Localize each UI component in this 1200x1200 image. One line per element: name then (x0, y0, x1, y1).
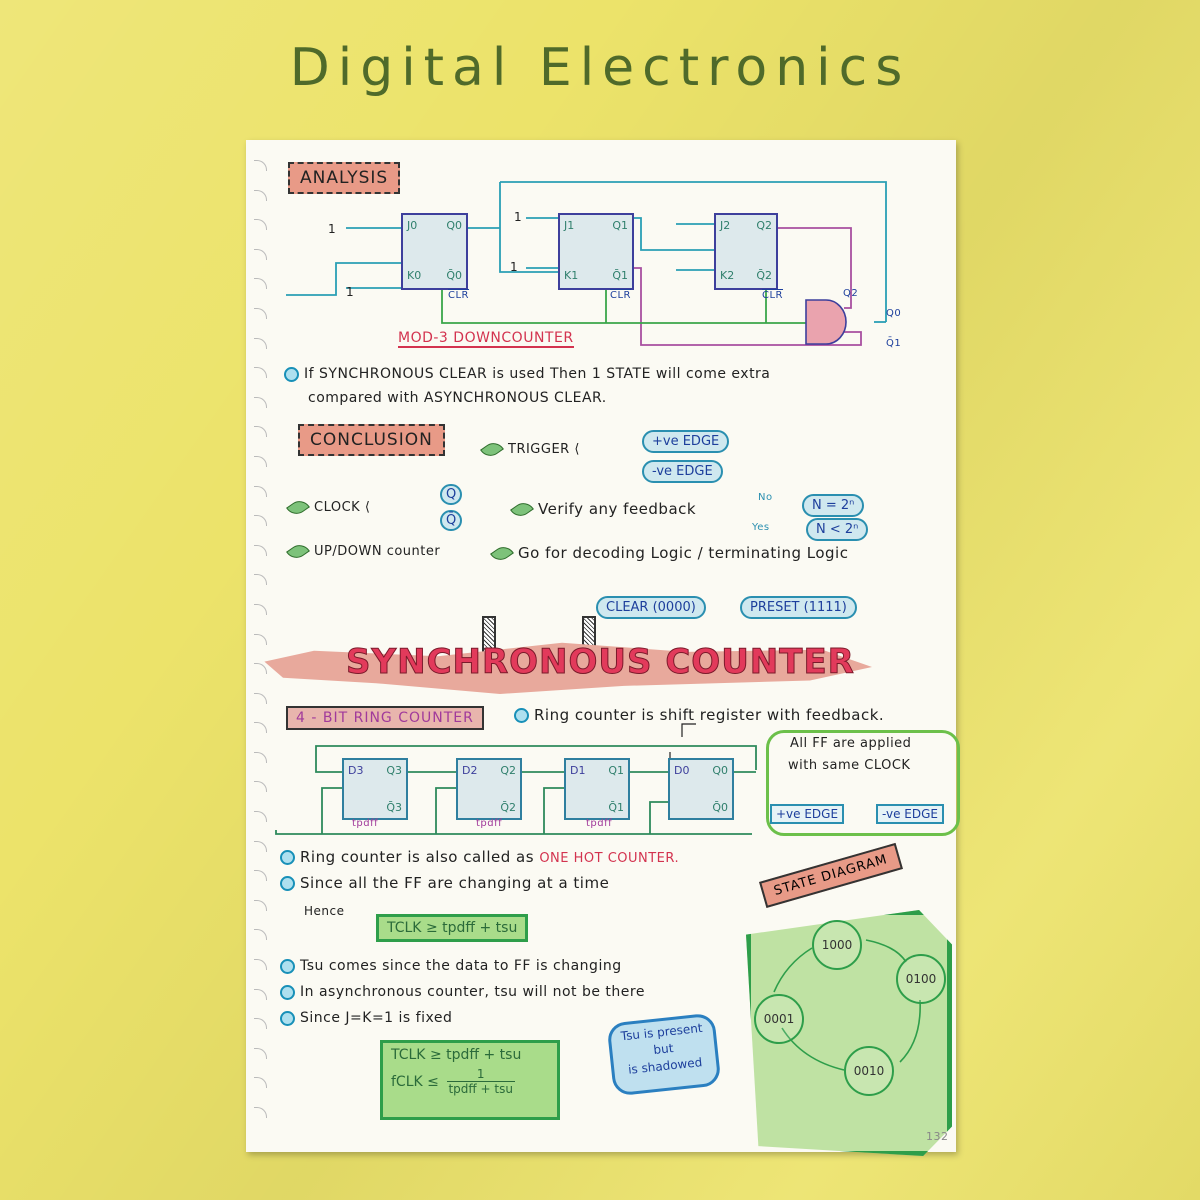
no-label: No (758, 492, 773, 503)
feedback-yes-result: N < 2ⁿ (806, 518, 869, 541)
tsu-shadowed-cloud: Tsu is present but is shadowed (606, 1012, 722, 1097)
feedback-no-result: N = 2ⁿ (802, 494, 865, 517)
clock-qbar: Q̄ (440, 510, 463, 531)
leaf-icon (510, 498, 534, 521)
clr-label-1: CLR (610, 290, 632, 301)
input-one: 1 (346, 285, 355, 299)
formula-tclk-2: TCLK ≥ tpdff + tsu (391, 1047, 522, 1063)
yes-label: Yes (752, 522, 770, 533)
d-flipflop-3: D3 Q3 Q̄3 (342, 758, 408, 820)
preset-option: PRESET (1111) (740, 596, 857, 619)
clock-note-line1: All FF are applied (790, 736, 912, 751)
clr-label-0: CLR (448, 290, 470, 301)
ring-definition: Ring counter is shift register with feed… (514, 706, 884, 724)
state-1000: 1000 (812, 920, 862, 970)
jk-flipflop-0: J0 Q0 K0 Q̄0 (401, 213, 468, 290)
clock-note-cloud (766, 730, 960, 836)
formula-fclk: fCLK ≤ 1 tpdff + tsu (391, 1067, 515, 1096)
gate-input-q0: Q0 (886, 308, 902, 319)
note-jk: Since J=K=1 is fixed (280, 1010, 452, 1026)
tpdff-label: tpdff (586, 818, 613, 829)
analysis-tag: ANALYSIS (288, 162, 401, 194)
tpdff-label: tpdff (476, 818, 503, 829)
ring-neg-edge: -ve EDGE (876, 804, 945, 824)
d-flipflop-2: D2 Q2 Q̄2 (456, 758, 522, 820)
state-0100: 0100 (896, 954, 946, 1004)
page-title: Digital Electronics (289, 38, 911, 98)
leaf-icon (480, 438, 504, 461)
jk-flipflop-2: J2 Q2 K2 Q̄2 (714, 213, 778, 290)
leaf-icon (490, 542, 514, 565)
gate-input-q1bar: Q̄1 (886, 338, 902, 349)
input-one: 1 (514, 210, 523, 224)
ring-counter-tag: 4 - BIT RING COUNTER (286, 706, 484, 730)
formula-box-2: TCLK ≥ tpdff + tsu fCLK ≤ 1 tpdff + tsu (380, 1040, 560, 1120)
ring-pos-edge: +ve EDGE (770, 804, 845, 824)
clock-q: Q (440, 484, 463, 505)
conclusion-tag: CONCLUSION (298, 424, 445, 456)
clear-option: CLEAR (0000) (596, 596, 706, 619)
state-diagram-tag: STATE DIAGRAM (759, 843, 903, 908)
input-one: 1 (328, 222, 337, 236)
gate-input-q2: Q2 (843, 288, 859, 299)
decoding-item: Go for decoding Logic / terminating Logi… (490, 542, 848, 565)
trigger-pos-edge: +ve EDGE (642, 430, 730, 453)
feedback-item: Verify any feedback (510, 498, 696, 521)
section-banner-title: SYNCHRONOUS COUNTER (346, 642, 855, 683)
page-number: 132 (926, 1130, 949, 1143)
analysis-note: If SYNCHRONOUS CLEAR is used Then 1 STAT… (284, 366, 770, 382)
d-flipflop-1: D1 Q1 Q̄1 (564, 758, 630, 820)
notebook-page: ANALYSIS J0 Q0 K0 Q (246, 140, 960, 1156)
clr-label-2: CLR (762, 290, 784, 301)
note-changing: Since all the FF are changing at a time (280, 874, 609, 892)
input-one: 1 (510, 260, 519, 274)
circuit-caption: MOD-3 DOWNCOUNTER (398, 330, 574, 348)
leaf-icon (286, 540, 310, 563)
updown-item: UP/DOWN counter (286, 540, 440, 563)
leaf-icon (286, 496, 310, 519)
trigger-item: TRIGGER ⟨ (480, 438, 580, 461)
analysis-note-cont: compared with ASYNCHRONOUS CLEAR. (308, 390, 607, 406)
state-0001: 0001 (754, 994, 804, 1044)
note-async: In asynchronous counter, tsu will not be… (280, 984, 645, 1000)
note-tsu: Tsu comes since the data to FF is changi… (280, 958, 622, 974)
mod3-circuit-wires (286, 181, 887, 346)
d-flipflop-0: D0 Q0 Q̄0 (668, 758, 734, 820)
formula-tclk: TCLK ≥ tpdff + tsu (376, 914, 529, 942)
hence-label: Hence (304, 904, 345, 918)
binder-holes (254, 160, 274, 1137)
clock-item: CLOCK ⟨ (286, 496, 370, 519)
trigger-neg-edge: -ve EDGE (642, 460, 723, 483)
jk-flipflop-1: J1 Q1 K1 Q̄1 (558, 213, 634, 290)
tpdff-label: tpdff (352, 818, 379, 829)
note-one-hot: Ring counter is also called as ONE HOT C… (280, 848, 679, 866)
clock-note-line2: with same CLOCK (788, 758, 911, 773)
and-gate-icon (805, 299, 847, 345)
state-0010: 0010 (844, 1046, 894, 1096)
